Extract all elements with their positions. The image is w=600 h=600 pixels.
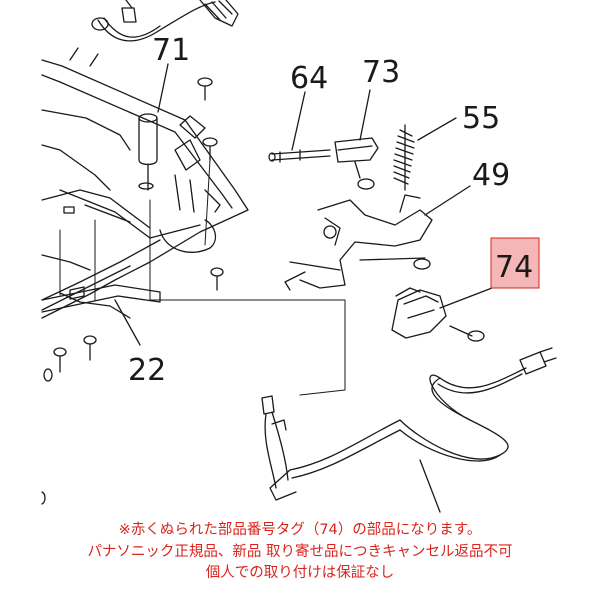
callout-73: 73 (362, 55, 400, 90)
note-line-2: パナソニック正規品、新品 取り寄せ品につきキャンセル返品不可 (87, 543, 513, 560)
power-cord (261, 347, 557, 513)
callout-74: 74 (495, 250, 533, 285)
callout-49: 49 (472, 158, 510, 193)
part-74-switch (391, 287, 493, 342)
part-49-lever (284, 185, 471, 291)
part-73-holder (334, 89, 379, 190)
note-line-1: ※赤くぬられた部品番号タグ（74）の部品になります。 (118, 522, 482, 538)
callout-55: 55 (462, 101, 500, 136)
part-74-highlight-box (490, 237, 540, 289)
note-line-3: 個人での取り付けは保証なし (205, 565, 395, 581)
part-64-pin (268, 91, 331, 163)
callout-71: 71 (152, 33, 190, 68)
callout-22: 22 (128, 353, 166, 388)
part-55-spring (393, 117, 457, 191)
part-71-spacer (138, 63, 169, 191)
part-notes: ※赤くぬられた部品番号タグ（74）の部品になります。 パナソニック正規品、新品 … (0, 520, 600, 585)
leader-lines (59, 159, 346, 396)
top-cable-assembly (91, 0, 239, 42)
part-22-rail (41, 284, 161, 505)
screw-group-upper (197, 77, 224, 291)
callout-64: 64 (290, 61, 328, 96)
